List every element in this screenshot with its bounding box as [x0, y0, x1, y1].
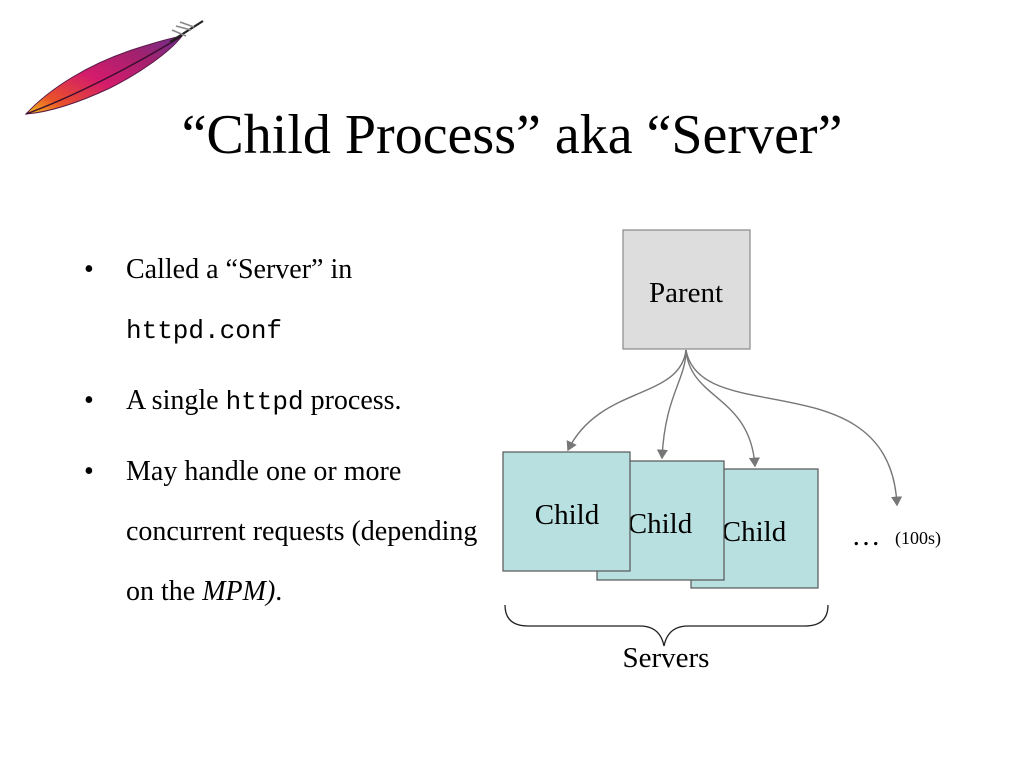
- arrow-to-more: [685, 349, 903, 507]
- child-label-1: Child: [535, 499, 600, 531]
- arrow-to-child-3: [685, 349, 760, 468]
- bullet-code: httpd: [225, 387, 304, 417]
- arrow-to-child-2: [656, 349, 687, 460]
- bullet-list: Called a “Server” in httpd.conf A single…: [84, 240, 494, 632]
- parent-label: Parent: [649, 277, 723, 309]
- bullet-emphasis: MPM): [202, 576, 276, 607]
- servers-label: Servers: [623, 642, 710, 674]
- more-count-label: (100s): [895, 528, 941, 549]
- child-label-3: Child: [722, 516, 787, 548]
- bullet-item: A single httpd process.: [84, 371, 494, 432]
- bullet-code: httpd.conf: [126, 316, 283, 346]
- bullet-item: Called a “Server” in httpd.conf: [84, 240, 494, 361]
- bullet-text: A single: [126, 385, 226, 416]
- more-ellipsis: …: [852, 520, 881, 552]
- child-box-1: [502, 451, 631, 572]
- bullet-text: May handle one or more concurrent reques…: [126, 456, 478, 607]
- apache-feather-logo: [24, 20, 204, 115]
- bullet-text: .: [275, 576, 283, 607]
- bullet-text: Called a “Server” in: [126, 254, 353, 285]
- parent-box: [622, 229, 751, 350]
- bullet-item: May handle one or more concurrent reques…: [84, 442, 494, 622]
- slide-title: “Child Process” aka “Server”: [181, 104, 843, 166]
- arrow-to-child-1: [566, 349, 687, 452]
- process-diagram: Parent Child Child Child … (100s) Server…: [502, 229, 941, 674]
- servers-brace: [504, 604, 829, 647]
- child-label-2: Child: [628, 508, 693, 540]
- bullet-text: process.: [303, 385, 402, 416]
